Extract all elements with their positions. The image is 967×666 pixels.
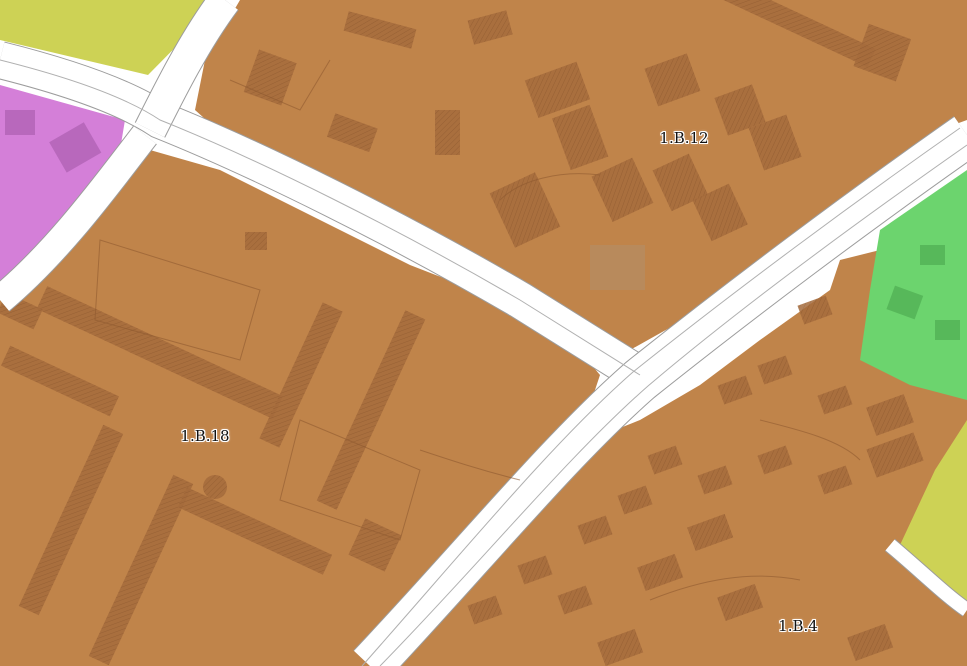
building [714,84,766,136]
building [866,394,914,436]
building [687,513,734,552]
building [847,623,894,662]
parcel-lines [94,59,861,601]
building [757,355,793,385]
building [886,285,924,320]
building [551,104,609,171]
building [316,310,426,510]
green-zone-buildings [886,245,960,340]
building [817,385,853,415]
road-highway-fill [353,116,967,666]
building [489,172,561,248]
building [617,485,653,515]
road-south-west-fill [0,126,157,311]
building [343,11,417,49]
building [797,295,833,325]
building [5,110,35,135]
building [49,122,102,173]
building [348,518,402,572]
building [748,114,802,171]
building [704,0,876,68]
building [652,153,708,212]
building [18,424,124,616]
building [591,157,654,222]
building [177,487,333,575]
zone-green-right[interactable] [860,170,967,400]
zone-1-b-4[interactable] [390,240,967,666]
building [757,445,793,475]
building [692,183,748,242]
building [647,445,683,475]
building [517,555,553,585]
zone-yellow-top-left[interactable] [0,0,222,75]
building [644,53,701,107]
building [326,113,378,153]
building [935,320,960,340]
building [467,595,503,625]
building [597,628,644,666]
building [88,474,194,666]
building-round [203,475,227,499]
building [637,553,684,592]
road-north-fill [135,0,238,138]
building [557,585,593,615]
building [577,515,613,545]
commercial-zone-buildings [5,110,102,173]
building [259,302,343,448]
zone-yellow-bottom-right[interactable] [900,420,967,610]
highway-lane-line [379,144,967,666]
building [866,432,924,478]
building [36,286,283,419]
building [524,61,591,119]
building [717,583,764,622]
main-road-lane-line [0,59,641,376]
building [0,345,120,417]
building [920,245,945,265]
building [435,110,460,155]
building [245,232,267,250]
courtyard [590,245,645,290]
highway-lane-line [361,127,961,666]
building [697,465,733,495]
building [817,465,853,495]
building [853,23,912,82]
zone-1-b-12[interactable] [195,0,967,350]
building [467,10,513,45]
building [717,375,753,405]
road-south-east-fill [885,539,967,616]
building-layer [0,0,924,666]
